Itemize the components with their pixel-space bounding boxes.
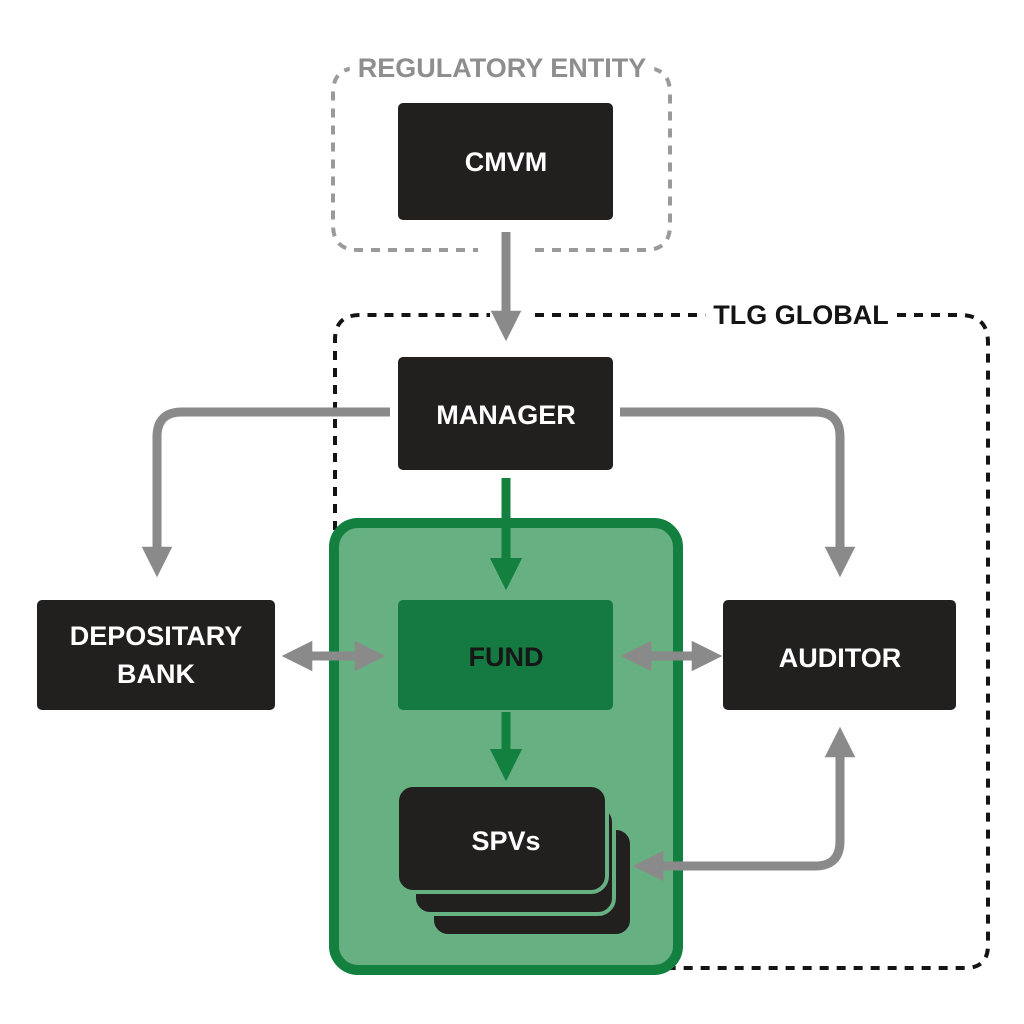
- connectors: [141, 232, 856, 882]
- node-depositary-bank-label-line2: BANK: [117, 659, 195, 689]
- node-spvs-label: SPVs: [471, 826, 540, 856]
- node-auditor-label: AUDITOR: [779, 643, 902, 673]
- arrow-auditor-spvs: [632, 726, 856, 882]
- node-auditor[interactable]: AUDITOR: [723, 600, 956, 710]
- node-cmvm-box: [398, 103, 613, 220]
- node-spvs-card-front: [395, 783, 609, 894]
- node-manager-box: [398, 357, 613, 470]
- tlg-global-group: TLG GLOBAL: [333, 298, 990, 970]
- tlg-global-border: [333, 313, 990, 970]
- regulatory-entity-border: [331, 66, 672, 252]
- arrow-manager-to-auditor: [620, 407, 856, 578]
- node-depositary-bank-box: [37, 600, 275, 710]
- node-auditor-box: [723, 600, 956, 710]
- arrow-manager-to-depositary: [141, 407, 390, 578]
- regulatory-entity-label-background: [349, 51, 655, 85]
- node-depositary-bank-label-line1: DEPOSITARY: [70, 621, 243, 651]
- node-spvs[interactable]: SPVs: [395, 783, 634, 938]
- regulatory-entity-group: REGULATORY ENTITY: [331, 51, 672, 252]
- tlg-global-label-background: [705, 298, 897, 332]
- node-depositary-bank[interactable]: DEPOSITARY BANK: [37, 600, 275, 710]
- node-fund-label: FUND: [469, 642, 544, 672]
- node-fund[interactable]: FUND: [398, 600, 613, 710]
- node-manager[interactable]: MANAGER: [398, 357, 613, 470]
- node-cmvm-label: CMVM: [465, 147, 548, 177]
- node-fund-box: [398, 600, 613, 710]
- node-manager-label: MANAGER: [436, 400, 576, 430]
- node-cmvm[interactable]: CMVM: [398, 103, 613, 220]
- regulatory-entity-label: REGULATORY ENTITY: [358, 53, 647, 83]
- tlg-global-label: TLG GLOBAL: [713, 300, 888, 330]
